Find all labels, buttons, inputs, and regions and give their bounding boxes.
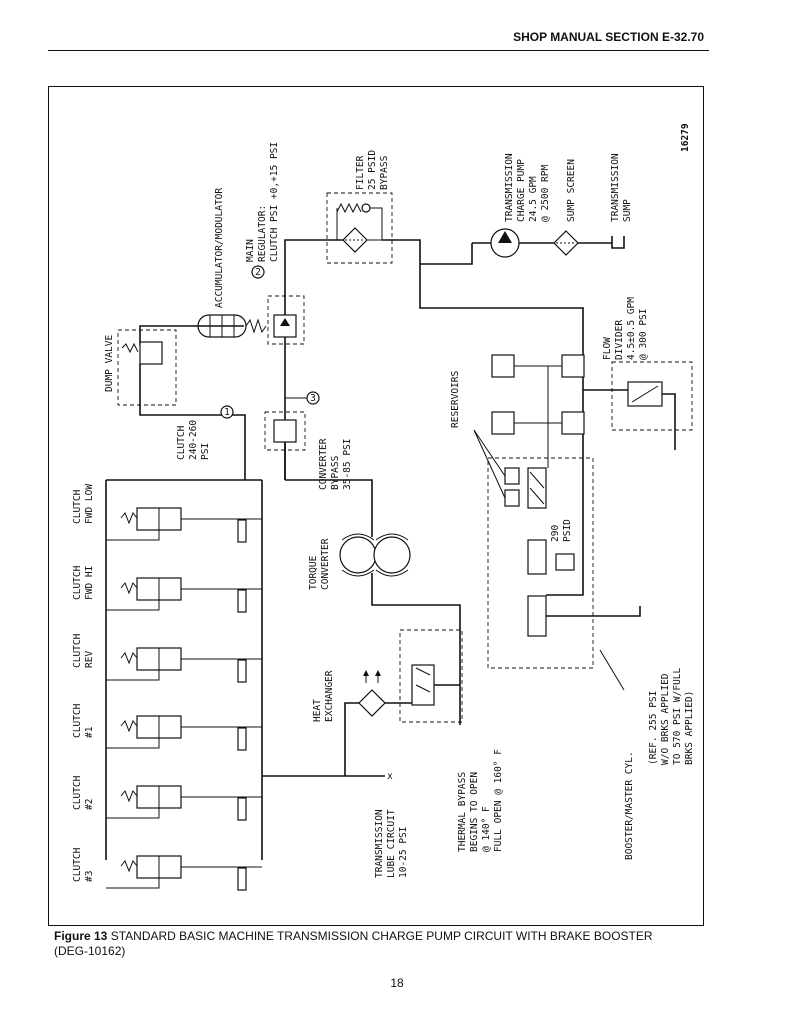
ref-psi-label-4: BRKS APPLIED)	[684, 691, 695, 765]
clutch-2-label-2: #2	[84, 799, 95, 810]
psid-label-1: 290	[550, 525, 561, 542]
clutch-fwd-hi-label-2: FWD HI	[84, 566, 95, 600]
flow-divider-label-1: FLOW	[602, 337, 613, 360]
thermal-bypass-valve	[399, 629, 463, 723]
marker-1: 1	[224, 407, 230, 418]
accumulator-label: ACCUMULATOR/MODULATOR	[214, 188, 225, 308]
clutch-rev-label-2: REV	[84, 651, 95, 668]
flow-divider	[611, 361, 693, 431]
clutch-fwd-low-label-2: FWD LOW	[84, 484, 95, 524]
pump-label-1: TRANSMISSION	[504, 153, 515, 222]
reservoirs-label: RESERVOIRS	[450, 371, 461, 428]
lube-label-1: TRANSMISSION	[374, 809, 385, 878]
filter-label-1: FILTER	[355, 155, 366, 190]
clutch-fwd-low-label-1: CLUTCH	[72, 489, 83, 524]
regulator-label-1: MAIN	[245, 239, 256, 262]
clutch-psi-label-1: CLUTCH	[176, 425, 187, 460]
clutch-psi-label-3: PSI	[200, 443, 211, 460]
diagram-frame	[48, 86, 704, 926]
main-regulator	[267, 295, 305, 345]
charge-pump	[490, 228, 520, 258]
booster-master-cylinder	[487, 457, 594, 669]
marker-3: 3	[310, 393, 316, 404]
pump-label-3: 24.5 GPM	[528, 176, 539, 222]
sump-symbol	[611, 236, 625, 249]
ref-psi-label-2: W/O BRKS APPLIED	[660, 673, 671, 765]
converter-bypass-label-3: 35-85 PSI	[342, 439, 353, 490]
flow-divider-label-3: 4.5±0.5 GPM	[626, 297, 637, 360]
sump-label-2: SUMP	[622, 199, 633, 222]
torque-converter	[339, 533, 411, 577]
dump-valve	[117, 329, 177, 406]
lube-label-2: LUBE CIRCUIT	[386, 809, 397, 878]
sump-label-1: TRANSMISSION	[610, 153, 621, 222]
clutch-valve-fwd-hi	[106, 577, 262, 613]
pump-label-2: CHARGE PUMP	[516, 159, 527, 222]
clutch-1-label-1: CLUTCH	[72, 703, 83, 738]
heat-exchanger-label-1: HEAT	[312, 699, 323, 722]
clutch-valve-fwd-low	[106, 507, 262, 543]
clutch-valve-1	[106, 715, 262, 751]
thermal-bypass-label-3: @ 140° F	[481, 806, 492, 852]
figure-ref: (DEG-10162)	[54, 944, 126, 958]
clutch-3-label-1: CLUTCH	[72, 847, 83, 882]
torque-converter-label-2: CONVERTER	[320, 538, 331, 590]
thermal-bypass-label-1: THERMAL BYPASS	[457, 772, 468, 852]
clutch-valve-2	[106, 785, 262, 821]
regulator-label-3: CLUTCH PSI +0,+15 PSI	[269, 142, 280, 262]
marker-2: 2	[255, 267, 261, 278]
clutch-psi-label-2: 240-260	[188, 420, 199, 460]
figure-title: STANDARD BASIC MACHINE TRANSMISSION CHAR…	[110, 929, 653, 943]
filter-label-2: 25 PSID	[367, 150, 378, 190]
flow-divider-label-4: @ 300 PSI	[638, 309, 649, 360]
thermal-bypass-label-2: BEGINS TO OPEN	[469, 772, 480, 852]
clutch-3-label-2: #3	[84, 871, 95, 882]
thermal-bypass-label-4: FULL OPEN @ 160° F	[493, 749, 504, 852]
heat-exchanger-label-2: EXCHANGER	[324, 670, 335, 722]
filter-label-3: BYPASS	[379, 155, 390, 190]
booster-master-label: BOOSTER/MASTER CYL.	[624, 751, 635, 860]
brake-valves	[491, 354, 585, 468]
clutch-valve-3	[106, 855, 262, 891]
sump-screen	[553, 230, 579, 256]
heat-exchanger	[358, 670, 386, 717]
figure-number: Figure 13	[54, 929, 108, 943]
ref-psi-label-3: TO 570 PSI W/FULL	[672, 667, 683, 765]
reservoirs	[473, 429, 520, 507]
converter-bypass-label-2: BYPASS	[330, 455, 341, 490]
clutch-1-label-2: #1	[84, 726, 95, 738]
flow-divider-label-2: DIVIDER	[614, 320, 625, 360]
header-rule	[48, 50, 709, 51]
dump-valve-label: DUMP VALVE	[104, 335, 115, 392]
lube-label-3: 10-25 PSI	[398, 827, 409, 878]
pump-label-4: @ 2500 RPM	[540, 165, 551, 222]
section-header: SHOP MANUAL SECTION E-32.70	[513, 30, 704, 44]
svg-text:x: x	[387, 771, 393, 782]
clutch-fwd-hi-label-1: CLUTCH	[72, 565, 83, 600]
page-number: 18	[390, 976, 404, 990]
ref-psi-label-1: (REF. 255 PSI	[648, 691, 659, 765]
clutch-valve-rev	[106, 647, 262, 683]
sump-screen-label: SUMP SCREEN	[566, 159, 577, 222]
torque-converter-label-1: TORQUE	[308, 555, 319, 590]
figure-caption: Figure 13 STANDARD BASIC MACHINE TRANSMI…	[54, 929, 734, 959]
figure-id: 16279	[680, 123, 691, 152]
converter-bypass-label-1: CONVERTER	[318, 438, 329, 490]
clutch-rev-label-1: CLUTCH	[72, 633, 83, 668]
clutch-2-label-1: CLUTCH	[72, 775, 83, 810]
filter	[326, 192, 393, 264]
psid-label-2: PSID	[562, 519, 573, 542]
regulator-label-2: REGULATOR:	[257, 205, 268, 262]
